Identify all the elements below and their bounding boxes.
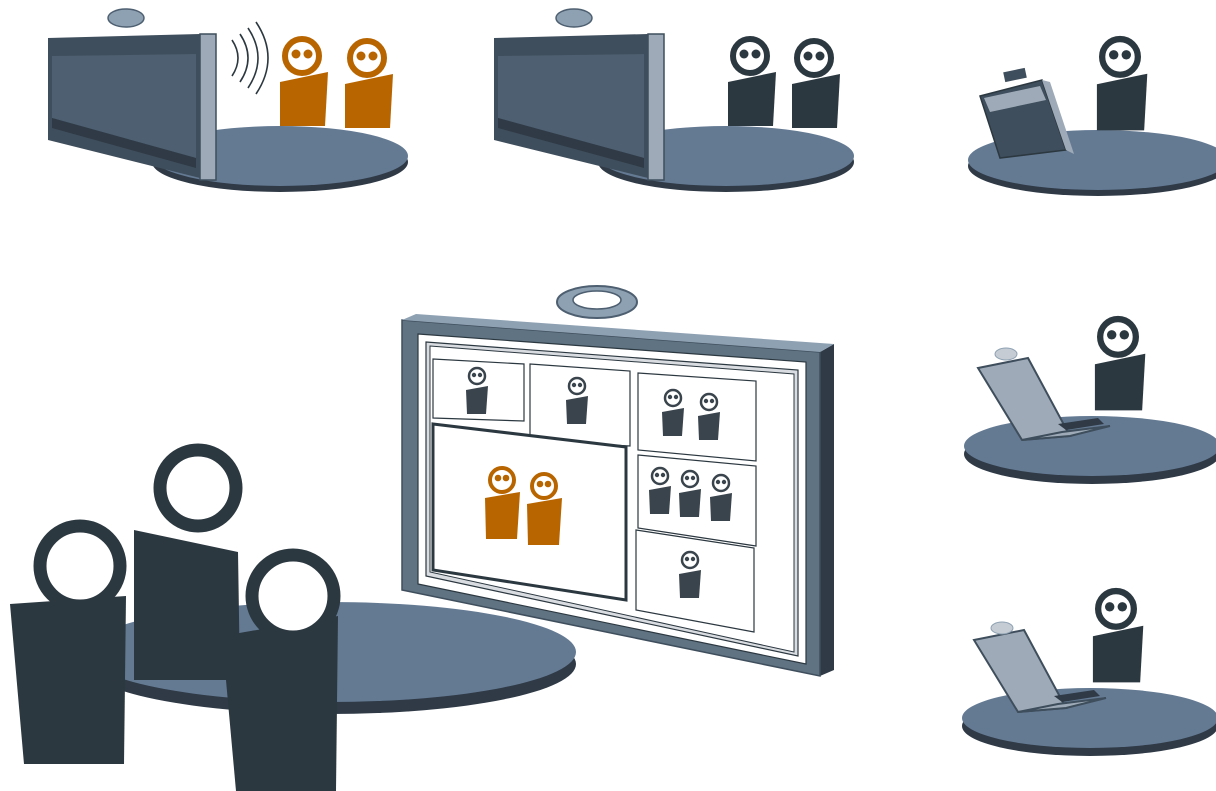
webcam-icon — [991, 622, 1013, 634]
person — [792, 41, 840, 128]
person-speaking — [280, 39, 328, 126]
camera-icon — [1003, 68, 1027, 82]
camera-icon — [108, 9, 144, 27]
laptop-station-2 — [962, 591, 1216, 756]
person-large — [222, 555, 338, 791]
person-large — [10, 526, 126, 764]
webcam-icon — [995, 348, 1017, 360]
room-station-b — [494, 9, 854, 192]
person — [728, 39, 776, 126]
sound-waves-icon — [232, 22, 268, 94]
main-room — [10, 286, 834, 791]
video-tile — [433, 359, 524, 421]
round-table — [962, 688, 1216, 756]
desktop-station — [968, 39, 1216, 196]
person — [1095, 319, 1145, 410]
video-tile — [530, 364, 630, 446]
room-station-a — [48, 9, 408, 192]
person — [1097, 39, 1147, 130]
video-tile — [638, 373, 756, 461]
video-tile-speaker — [433, 424, 626, 600]
room-monitor — [494, 9, 664, 180]
laptop-station-1 — [964, 319, 1216, 484]
person — [1093, 591, 1143, 682]
room-monitor — [48, 9, 216, 180]
person-speaking — [345, 41, 393, 128]
camera-icon — [556, 9, 592, 27]
